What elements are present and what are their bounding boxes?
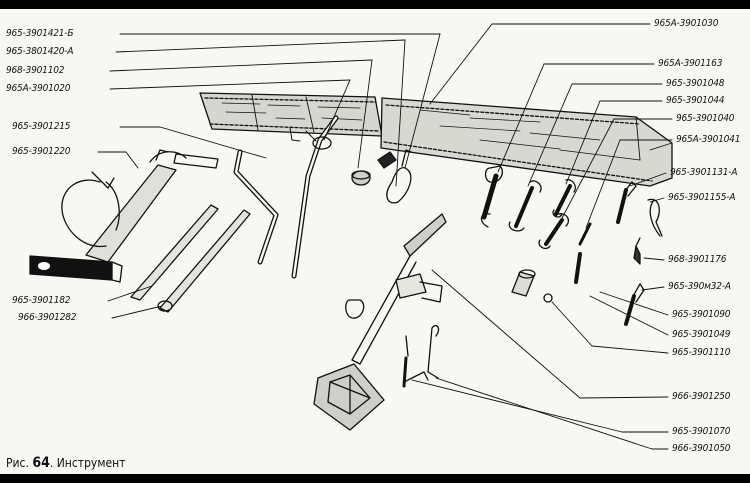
label-965-3901215: 965-3901215 bbox=[12, 121, 71, 132]
label-965-3901044: 965-3901044 bbox=[666, 95, 725, 106]
figure-caption: Рис. 64. Инструмент bbox=[6, 456, 125, 470]
jack bbox=[313, 213, 447, 431]
label-965-3801420-a: 965-3801420-А bbox=[6, 46, 74, 57]
wheel-wrench bbox=[233, 115, 339, 279]
screwdrivers-pliers bbox=[616, 181, 663, 326]
label-965-3901090: 965-3901090 bbox=[672, 309, 731, 320]
label-965-3901131-a: 965-3901131-А bbox=[670, 167, 738, 178]
label-965a-3901020: 965А-3901020 bbox=[6, 83, 71, 94]
label-966-3901282: 966-3901282 bbox=[18, 312, 77, 323]
caption-prefix: Рис. bbox=[6, 456, 29, 470]
small-items bbox=[351, 149, 412, 204]
jack-handle bbox=[402, 324, 440, 388]
spanners bbox=[480, 165, 592, 284]
tire-levers bbox=[130, 204, 251, 313]
label-965-3901070: 965-3901070 bbox=[672, 426, 731, 437]
label-965-3901421-b: 965-3901421-Б bbox=[6, 28, 74, 39]
label-968-3901176: 968-3901176 bbox=[668, 254, 727, 265]
label-965-3901220: 965-3901220 bbox=[12, 146, 71, 157]
label-965-3901182: 965-3901182 bbox=[12, 295, 71, 306]
caption-title: . Инструмент bbox=[49, 456, 126, 470]
leader-lines bbox=[97, 23, 673, 450]
label-965-3901110: 965-3901110 bbox=[672, 347, 731, 358]
socket-and-nut bbox=[511, 269, 553, 303]
label-965a-3901030: 965А-3901030 bbox=[654, 18, 719, 29]
label-968-3901102: 968-3901102 bbox=[6, 65, 65, 76]
label-965-3901040: 965-3901040 bbox=[676, 113, 735, 124]
tool-roll-right bbox=[380, 97, 673, 187]
caption-number: 64 bbox=[32, 455, 50, 471]
top-border bbox=[0, 0, 750, 9]
label-965-3901155-a: 965-3901155-А bbox=[668, 192, 736, 203]
label-965a-3901163: 965А-3901163 bbox=[658, 58, 723, 69]
label-965-3901049: 965-3901049 bbox=[672, 329, 731, 340]
tire-pump bbox=[29, 149, 219, 283]
label-965-3901048: 965-3901048 bbox=[666, 78, 725, 89]
label-966-3901050: 966-3901050 bbox=[672, 443, 731, 454]
tool-roll-left bbox=[199, 92, 383, 142]
label-966-3901250: 966-3901250 bbox=[672, 391, 731, 402]
label-965a-3901041: 965А-3901041 bbox=[676, 134, 741, 145]
label-965-390m32-a: 965-390м32-А bbox=[668, 281, 731, 292]
bottom-border bbox=[0, 474, 750, 483]
